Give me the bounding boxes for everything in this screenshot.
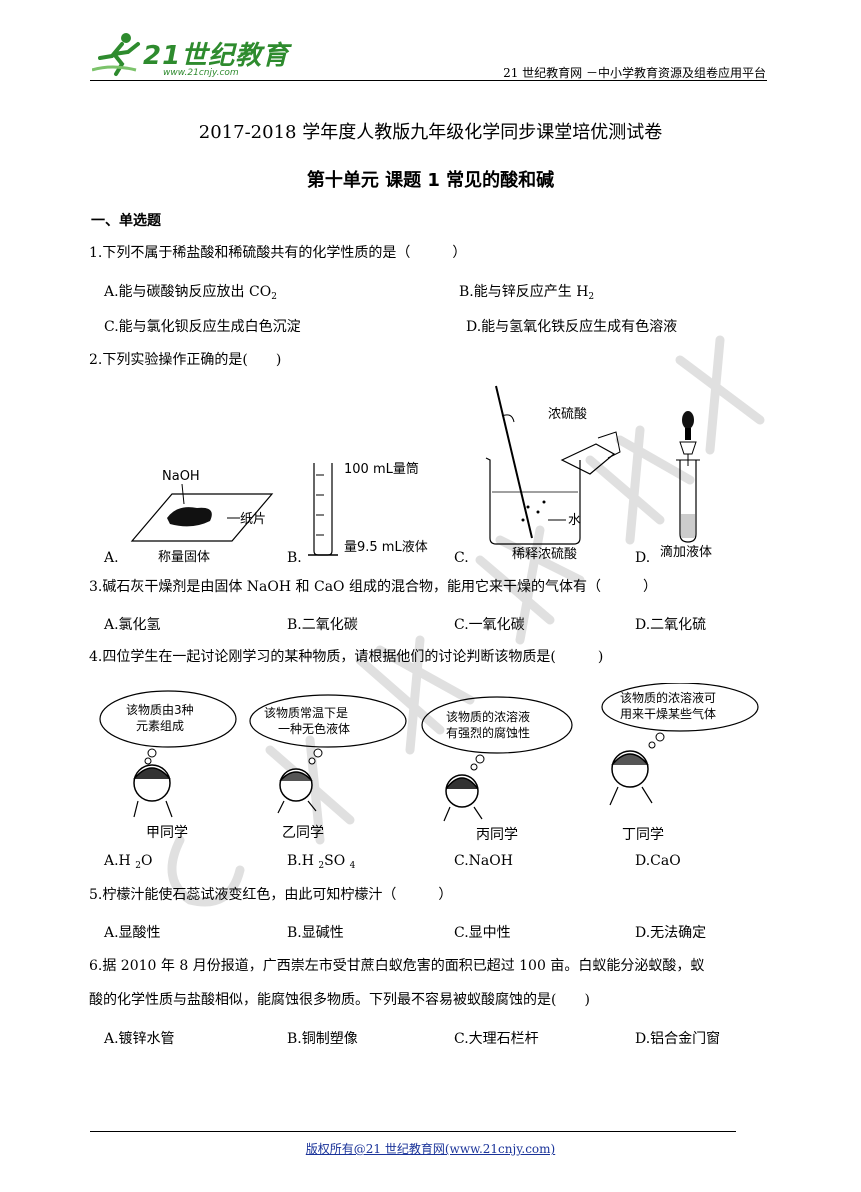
graduated-cylinder-figure: 100 mL量筒 量9.5 mL液体 xyxy=(308,461,428,556)
question-5-option-d: D.无法确定 xyxy=(635,925,707,941)
question-5-option-b: B.显碱性 xyxy=(287,925,344,941)
question-1-option-a: A.能与碳酸钠反应放出 CO2 xyxy=(104,284,277,302)
question-6-option-c: C.大理石栏杆 xyxy=(454,1031,539,1047)
bubble-4-line-2: 用来干燥某些气体 xyxy=(620,706,716,721)
question-4-option-d: D.CaO xyxy=(635,853,681,869)
paper-label: 纸片 xyxy=(240,512,266,527)
question-2-option-a: A. xyxy=(104,550,119,566)
question-6-stem-line-1: 6.据 2010 年 8 月份报道，广西崇左市受甘蔗白蚁危害的面积已超过 100… xyxy=(89,958,705,974)
bubble-1-line-2: 元素组成 xyxy=(136,719,184,733)
logo-text: 21世纪教育 xyxy=(143,41,290,71)
question-5-stem: 5.柠檬汁能使石蕊试液变红色，由此可知柠檬汁（ ） xyxy=(89,887,453,903)
bubble-3-line-1: 该物质的浓溶液 xyxy=(446,709,530,724)
bubble-4-line-1: 该物质的浓溶液可 xyxy=(620,690,716,705)
header-divider xyxy=(90,80,767,81)
question-5-option-c: C.显中性 xyxy=(454,925,511,941)
question-1-option-c: C.能与氯化钡反应生成白色沉淀 xyxy=(104,319,301,335)
student-discussion-figure: 该物质由3种 元素组成 该物质常温下是 一种无色液体 该物质的浓溶液 有强烈的腐… xyxy=(99,683,759,822)
question-2-option-d: D. xyxy=(635,550,651,566)
dropper-caption: 滴加液体 xyxy=(660,544,712,560)
weighing-solid-figure: NaOH 纸片 称量固体 xyxy=(130,469,274,565)
acid-label: 浓硫酸 xyxy=(548,407,587,422)
dilute-caption: 稀释浓硫酸 xyxy=(512,547,577,562)
student-jia-label: 甲同学 xyxy=(146,825,188,841)
question-1-option-d: D.能与氢氧化铁反应生成有色溶液 xyxy=(466,319,678,335)
page-subtitle: 第十单元 课题 1 常见的酸和碱 xyxy=(306,170,555,191)
page-title: 2017-2018 学年度人教版九年级化学同步课堂培优测试卷 xyxy=(198,122,663,143)
question-3-option-c: C.一氧化碳 xyxy=(454,617,525,633)
student-yi-label: 乙同学 xyxy=(282,825,324,841)
question-3-option-b: B.二氧化碳 xyxy=(287,617,358,633)
question-2-option-c: C. xyxy=(454,550,469,566)
bubble-2-line-1: 该物质常温下是 xyxy=(264,706,348,720)
cylinder-label: 100 mL量筒 xyxy=(344,461,419,477)
footer-copyright-link[interactable]: 版权所有@21 世纪教育网(www.21cnjy.com) xyxy=(305,1142,556,1156)
cylinder-caption: 量9.5 mL液体 xyxy=(344,540,428,555)
question-6-stem-line-2: 酸的化学性质与盐酸相似，能腐蚀很多物质。下列最不容易被蚁酸腐蚀的是( ) xyxy=(89,992,590,1008)
question-4-option-b: B.H 2SO 4 xyxy=(287,853,356,871)
question-4-stem: 4.四位学生在一起讨论刚学习的某种物质，请根据他们的讨论判断该物质是( ) xyxy=(89,649,604,665)
question-6-option-a: A.镀锌水管 xyxy=(104,1031,175,1047)
question-5-option-a: A.显酸性 xyxy=(104,925,161,941)
dropper-figure: 滴加液体 xyxy=(660,411,712,560)
question-1-stem: 1.下列不属于稀盐酸和稀硫酸共有的化学性质的是（ ） xyxy=(89,245,467,261)
section-heading: 一、单选题 xyxy=(91,213,161,229)
naoh-label: NaOH xyxy=(162,469,200,484)
question-3-option-a: A.氯化氢 xyxy=(104,617,161,633)
student-bing-label: 丙同学 xyxy=(476,827,518,843)
bubble-2-line-2: 一种无色液体 xyxy=(278,721,350,736)
header-site-name: 21 世纪教育网 －中小学教育资源及组卷应用平台 xyxy=(503,66,766,80)
bubble-1-line-1: 该物质由3种 xyxy=(126,703,194,717)
dilute-acid-figure: 浓硫酸 水 稀释浓硫酸 xyxy=(485,385,621,562)
question-3-stem: 3.碱石灰干燥剂是由固体 NaOH 和 CaO 组成的混合物，能用它来干燥的气体… xyxy=(89,579,657,595)
question-4-option-c: C.NaOH xyxy=(454,853,513,869)
bubble-3-line-2: 有强烈的腐蚀性 xyxy=(446,725,530,740)
weighing-caption: 称量固体 xyxy=(158,550,210,565)
footer-divider xyxy=(90,1131,736,1132)
question-6-option-d: D.铝合金门窗 xyxy=(635,1031,721,1047)
logo-url: www.21cnjy.com xyxy=(163,68,239,78)
water-label: 水 xyxy=(568,513,581,528)
runner-logo-icon xyxy=(92,33,140,76)
student-ding-label: 丁同学 xyxy=(622,827,664,843)
question-4-option-a: A.H 2O xyxy=(104,853,153,871)
question-1-option-b: B.能与锌反应产生 H2 xyxy=(459,284,595,302)
question-2-stem: 2.下列实验操作正确的是( ) xyxy=(89,352,282,368)
question-3-option-d: D.二氧化硫 xyxy=(635,617,707,633)
question-6-option-b: B.铜制塑像 xyxy=(287,1031,358,1047)
question-2-option-b: B. xyxy=(287,550,302,566)
